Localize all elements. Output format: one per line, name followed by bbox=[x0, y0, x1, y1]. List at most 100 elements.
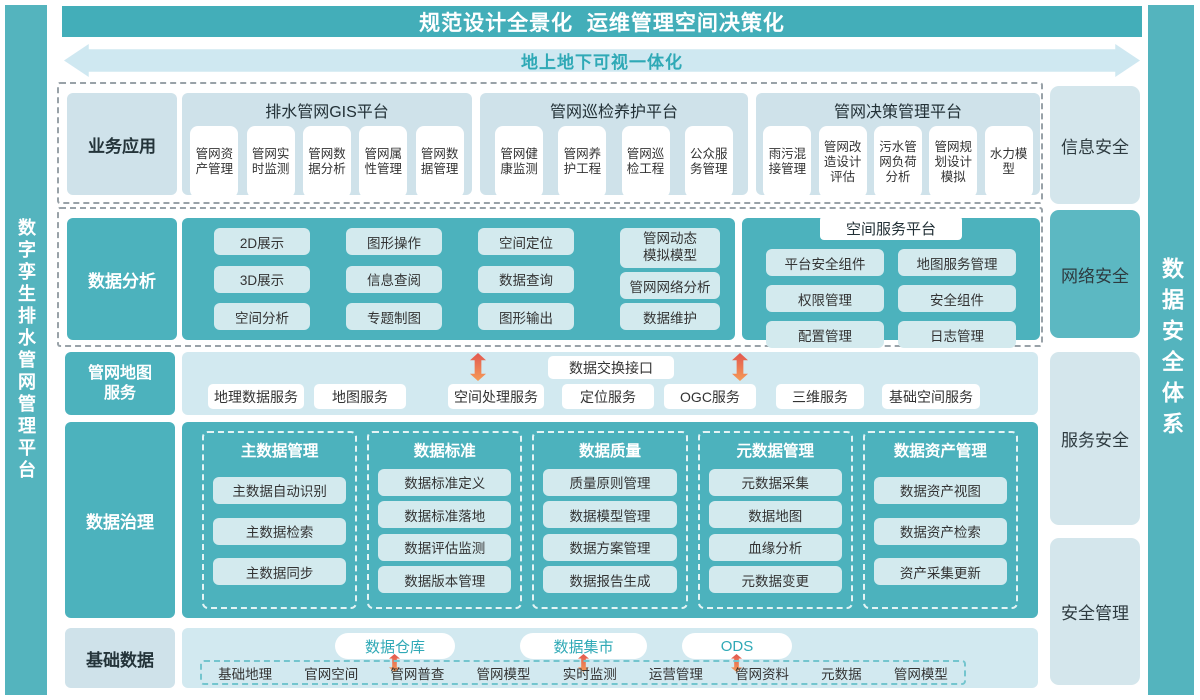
section-title: 数据资产管理 bbox=[893, 443, 987, 460]
service-platform-item: 安全组件 bbox=[898, 285, 1016, 312]
updown-arrow-icon bbox=[389, 654, 400, 672]
governance-item: 数据模型管理 bbox=[543, 501, 677, 529]
service-platform-item: 平台安全组件 bbox=[766, 249, 884, 276]
security-box-information: 信息安全 bbox=[1050, 86, 1140, 204]
service-platform-item: 权限管理 bbox=[766, 285, 884, 312]
governance-item: 数据评估监测 bbox=[378, 533, 512, 561]
governance-item: 数据地图 bbox=[708, 501, 842, 529]
map-service-item: 地图服务 bbox=[314, 384, 406, 409]
updown-arrow-icon bbox=[470, 353, 486, 381]
section-items: 数据资产视图 数据资产检索 资产采集更新 bbox=[873, 463, 1008, 599]
section-title: 元数据管理 bbox=[736, 443, 814, 460]
analysis-item: 3D展示 bbox=[214, 265, 310, 293]
security-box-network: 网络安全 bbox=[1050, 210, 1140, 338]
left-title-bar: 数字孪生排水管网管理平台 bbox=[5, 5, 47, 695]
panel-analysis-functions: 2D展示 3D展示 空间分析 图形操作 信息查阅 专题制图 空间定位 数据查询 … bbox=[182, 218, 735, 340]
platform-title: 数字孪生排水管网管理平台 bbox=[16, 218, 36, 482]
map-service-item: OGC服务 bbox=[664, 384, 756, 409]
updown-arrow-icon bbox=[732, 353, 748, 381]
governance-item: 资产采集更新 bbox=[873, 558, 1008, 586]
analysis-item: 图形输出 bbox=[478, 303, 574, 330]
service-platform-item: 日志管理 bbox=[898, 321, 1016, 348]
panel-title: 排水管网GIS平台 bbox=[265, 104, 389, 121]
section-items: 质量原则管理 数据模型管理 数据方案管理 数据报告生成 bbox=[543, 463, 677, 599]
map-service-item: 三维服务 bbox=[776, 384, 864, 409]
service-platform-item: 配置管理 bbox=[766, 321, 884, 348]
source-item: 运营管理 bbox=[648, 666, 703, 682]
row-label-map-service: 管网地图 服务 bbox=[65, 352, 175, 415]
platform-item: 管网健康监测 bbox=[495, 126, 544, 198]
source-item: 实时监测 bbox=[562, 666, 617, 682]
security-box-service: 服务安全 bbox=[1050, 352, 1140, 525]
governance-section-master-data: 主数据管理 主数据自动识别 主数据检索 主数据同步 bbox=[202, 431, 358, 609]
source-item: 管网模型 bbox=[476, 666, 531, 682]
analysis-item: 管网网络分析 bbox=[620, 272, 720, 299]
platform-item: 管网规划设计模拟 bbox=[929, 126, 978, 198]
source-item: 官网空间 bbox=[304, 666, 359, 682]
governance-item: 质量原则管理 bbox=[543, 468, 677, 496]
row-label-governance: 数据治理 bbox=[65, 422, 175, 618]
platform-item: 管网属性管理 bbox=[359, 126, 408, 198]
analysis-column: 管网动态 模拟模型 管网网络分析 数据维护 bbox=[620, 228, 720, 330]
analysis-item: 空间分析 bbox=[214, 303, 310, 330]
source-item: 管网模型 bbox=[893, 666, 948, 682]
governance-item: 数据标准定义 bbox=[378, 468, 512, 496]
spatial-service-grid: 平台安全组件 地图服务管理 权限管理 安全组件 配置管理 日志管理 bbox=[766, 249, 1016, 348]
analysis-item: 管网动态 模拟模型 bbox=[620, 228, 720, 268]
platform-item: 水力模型 bbox=[984, 126, 1033, 198]
platform-item: 管网巡检工程 bbox=[621, 126, 670, 198]
platform-item: 管网改造设计评估 bbox=[818, 126, 867, 198]
governance-item: 数据资产检索 bbox=[873, 517, 1008, 545]
section-items: 主数据自动识别 主数据检索 主数据同步 bbox=[213, 463, 347, 599]
section-title: 数据标准 bbox=[413, 443, 476, 460]
panel-gis-platform: 排水管网GIS平台 管网资产管理 管网实时监测 管网数据分析 管网属性管理 管网… bbox=[182, 93, 472, 198]
platform-item: 雨污混接管理 bbox=[763, 126, 812, 198]
analysis-column: 图形操作 信息查阅 专题制图 bbox=[346, 228, 442, 330]
analysis-item: 数据维护 bbox=[620, 303, 720, 330]
platform-item: 管网资产管理 bbox=[190, 126, 239, 198]
governance-item: 主数据自动识别 bbox=[213, 476, 347, 504]
horizontal-double-arrow: 地上地下可视一体化 bbox=[64, 44, 1140, 77]
analysis-item: 数据查询 bbox=[478, 265, 574, 293]
section-title: 数据质量 bbox=[579, 443, 642, 460]
governance-item: 元数据采集 bbox=[708, 468, 842, 496]
platform-item: 管网养护工程 bbox=[558, 126, 607, 198]
panel-inspection-platform: 管网巡检养护平台 管网健康监测 管网养护工程 管网巡检工程 公众服务管理 bbox=[480, 93, 748, 198]
source-item: 基础地理 bbox=[218, 666, 273, 682]
governance-item: 元数据变更 bbox=[708, 566, 842, 594]
governance-item: 血缘分析 bbox=[708, 533, 842, 561]
data-exchange-interface: 数据交换接口 bbox=[548, 356, 674, 379]
governance-item: 数据标准落地 bbox=[378, 501, 512, 529]
top-banner: 规范设计全景化 运维管理空间决策化 bbox=[62, 6, 1142, 37]
analysis-column: 空间定位 数据查询 图形输出 bbox=[478, 228, 574, 330]
panel-title: 管网决策管理平台 bbox=[833, 104, 962, 121]
governance-item: 主数据同步 bbox=[213, 558, 347, 586]
governance-section-data-standard: 数据标准 数据标准定义 数据标准落地 数据评估监测 数据版本管理 bbox=[367, 431, 523, 609]
row-label-analysis: 数据分析 bbox=[67, 218, 177, 340]
analysis-item: 信息查阅 bbox=[346, 265, 442, 293]
platform-item: 污水管网负荷分析 bbox=[873, 126, 922, 198]
module-row: 管网资产管理 管网实时监测 管网数据分析 管网属性管理 管网数据管理 bbox=[182, 126, 472, 198]
analysis-item: 空间定位 bbox=[478, 228, 574, 255]
platform-item: 管网数据管理 bbox=[415, 126, 464, 198]
governance-item: 主数据检索 bbox=[213, 517, 347, 545]
governance-item: 数据版本管理 bbox=[378, 566, 512, 594]
governance-item: 数据资产视图 bbox=[873, 476, 1008, 504]
map-service-item: 基础空间服务 bbox=[882, 384, 980, 409]
section-items: 元数据采集 数据地图 血缘分析 元数据变更 bbox=[708, 463, 842, 599]
right-security-bar: 数据安全体系 bbox=[1148, 5, 1194, 695]
governance-section-data-quality: 数据质量 质量原则管理 数据模型管理 数据方案管理 数据报告生成 bbox=[532, 431, 688, 609]
panel-title: 管网巡检养护平台 bbox=[549, 104, 678, 121]
updown-arrow-icon bbox=[578, 654, 589, 672]
source-item: 元数据 bbox=[821, 666, 862, 682]
row-data-analysis: 数据分析 2D展示 3D展示 空间分析 图形操作 信息查阅 专题制图 空间定位 … bbox=[57, 207, 1043, 348]
panel-base-data: 数据仓库 数据集市 ODS 基础地理 官网空间 管网普查 管网模型 实时监测 运… bbox=[182, 628, 1038, 688]
row-label-base-data: 基础数据 bbox=[65, 628, 175, 688]
analysis-item: 图形操作 bbox=[346, 228, 442, 255]
platform-item: 管网数据分析 bbox=[302, 126, 351, 198]
analysis-item: 专题制图 bbox=[346, 303, 442, 330]
security-box-management: 安全管理 bbox=[1050, 538, 1140, 685]
governance-section-data-asset: 数据资产管理 数据资产视图 数据资产检索 资产采集更新 bbox=[862, 431, 1019, 609]
panel-map-services: 数据交换接口 地理数据服务 地图服务 空间处理服务 定位服务 OGC服务 三维服… bbox=[182, 352, 1038, 415]
